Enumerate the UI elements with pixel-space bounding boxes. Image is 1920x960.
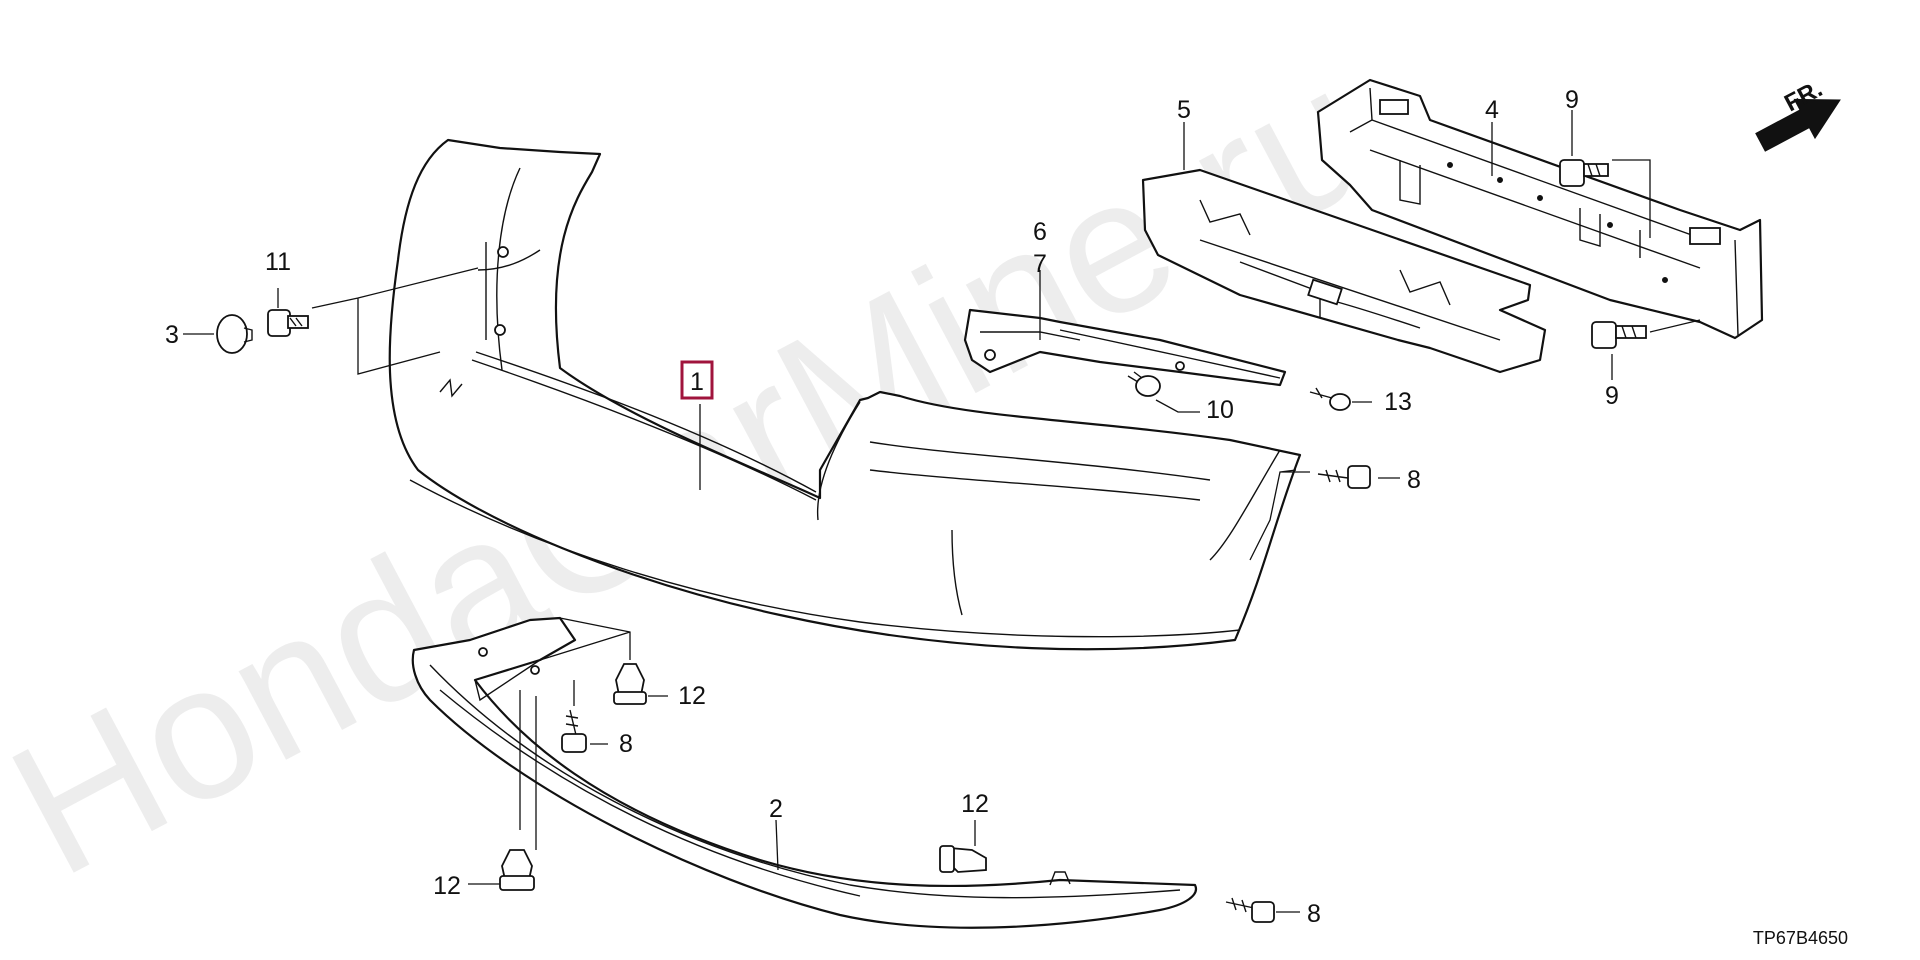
screw-13[interactable] [1309,387,1351,411]
part-11-callout[interactable]: 11 [265,248,291,276]
screw-8-left[interactable] [561,709,587,753]
part-9-top-callout[interactable]: 9 [1565,86,1579,114]
clip-12-upper[interactable] [613,663,647,705]
front-direction-marker: FR. [1755,75,1841,152]
part-13-callout[interactable]: 13 [1384,388,1412,416]
part-1-callout-box[interactable]: 1 [680,360,714,400]
part-2-callout[interactable]: 2 [769,795,783,823]
part-12-upper-callout[interactable]: 12 [678,682,706,710]
clip-12-right[interactable] [939,845,987,873]
diagram-code: TP67B4650 [1753,928,1848,948]
part-8-bottom-callout[interactable]: 8 [1307,900,1321,928]
part-10-callout[interactable]: 10 [1206,396,1234,424]
front-arrow-icon [1755,98,1841,152]
lower-spoiler[interactable] [411,616,1198,929]
screw-8-bottom[interactable] [1225,897,1275,923]
flange-bolt-9-bottom[interactable] [1591,321,1647,349]
part-8-left-callout[interactable]: 8 [619,730,633,758]
part-6-callout[interactable]: 6 [1033,218,1047,246]
part-8-mid-callout[interactable]: 8 [1407,466,1421,494]
energy-absorber[interactable] [1141,168,1547,374]
part-12-left-callout[interactable]: 12 [433,872,461,900]
bolt-10[interactable] [1127,371,1161,397]
flange-bolt-9-top[interactable] [1559,159,1609,187]
rear-bumper-face[interactable] [388,138,1302,651]
part-5-callout[interactable]: 5 [1177,96,1191,124]
bolt-11[interactable] [267,309,309,337]
rear-bumper-beam[interactable] [1316,78,1764,340]
part-4-callout[interactable]: 4 [1485,96,1499,124]
leader-lines [183,110,1701,913]
part-1-callout: 1 [690,368,704,396]
part-3-callout[interactable]: 3 [165,321,179,349]
side-bracket[interactable] [963,308,1287,387]
clip-12-left[interactable] [499,849,535,891]
part-9-bottom-callout[interactable]: 9 [1605,382,1619,410]
screw-8-mid[interactable] [1317,465,1371,489]
part-12-right-callout[interactable]: 12 [961,790,989,818]
part-7-callout[interactable]: 7 [1033,250,1047,278]
cap-fastener[interactable] [216,314,253,354]
